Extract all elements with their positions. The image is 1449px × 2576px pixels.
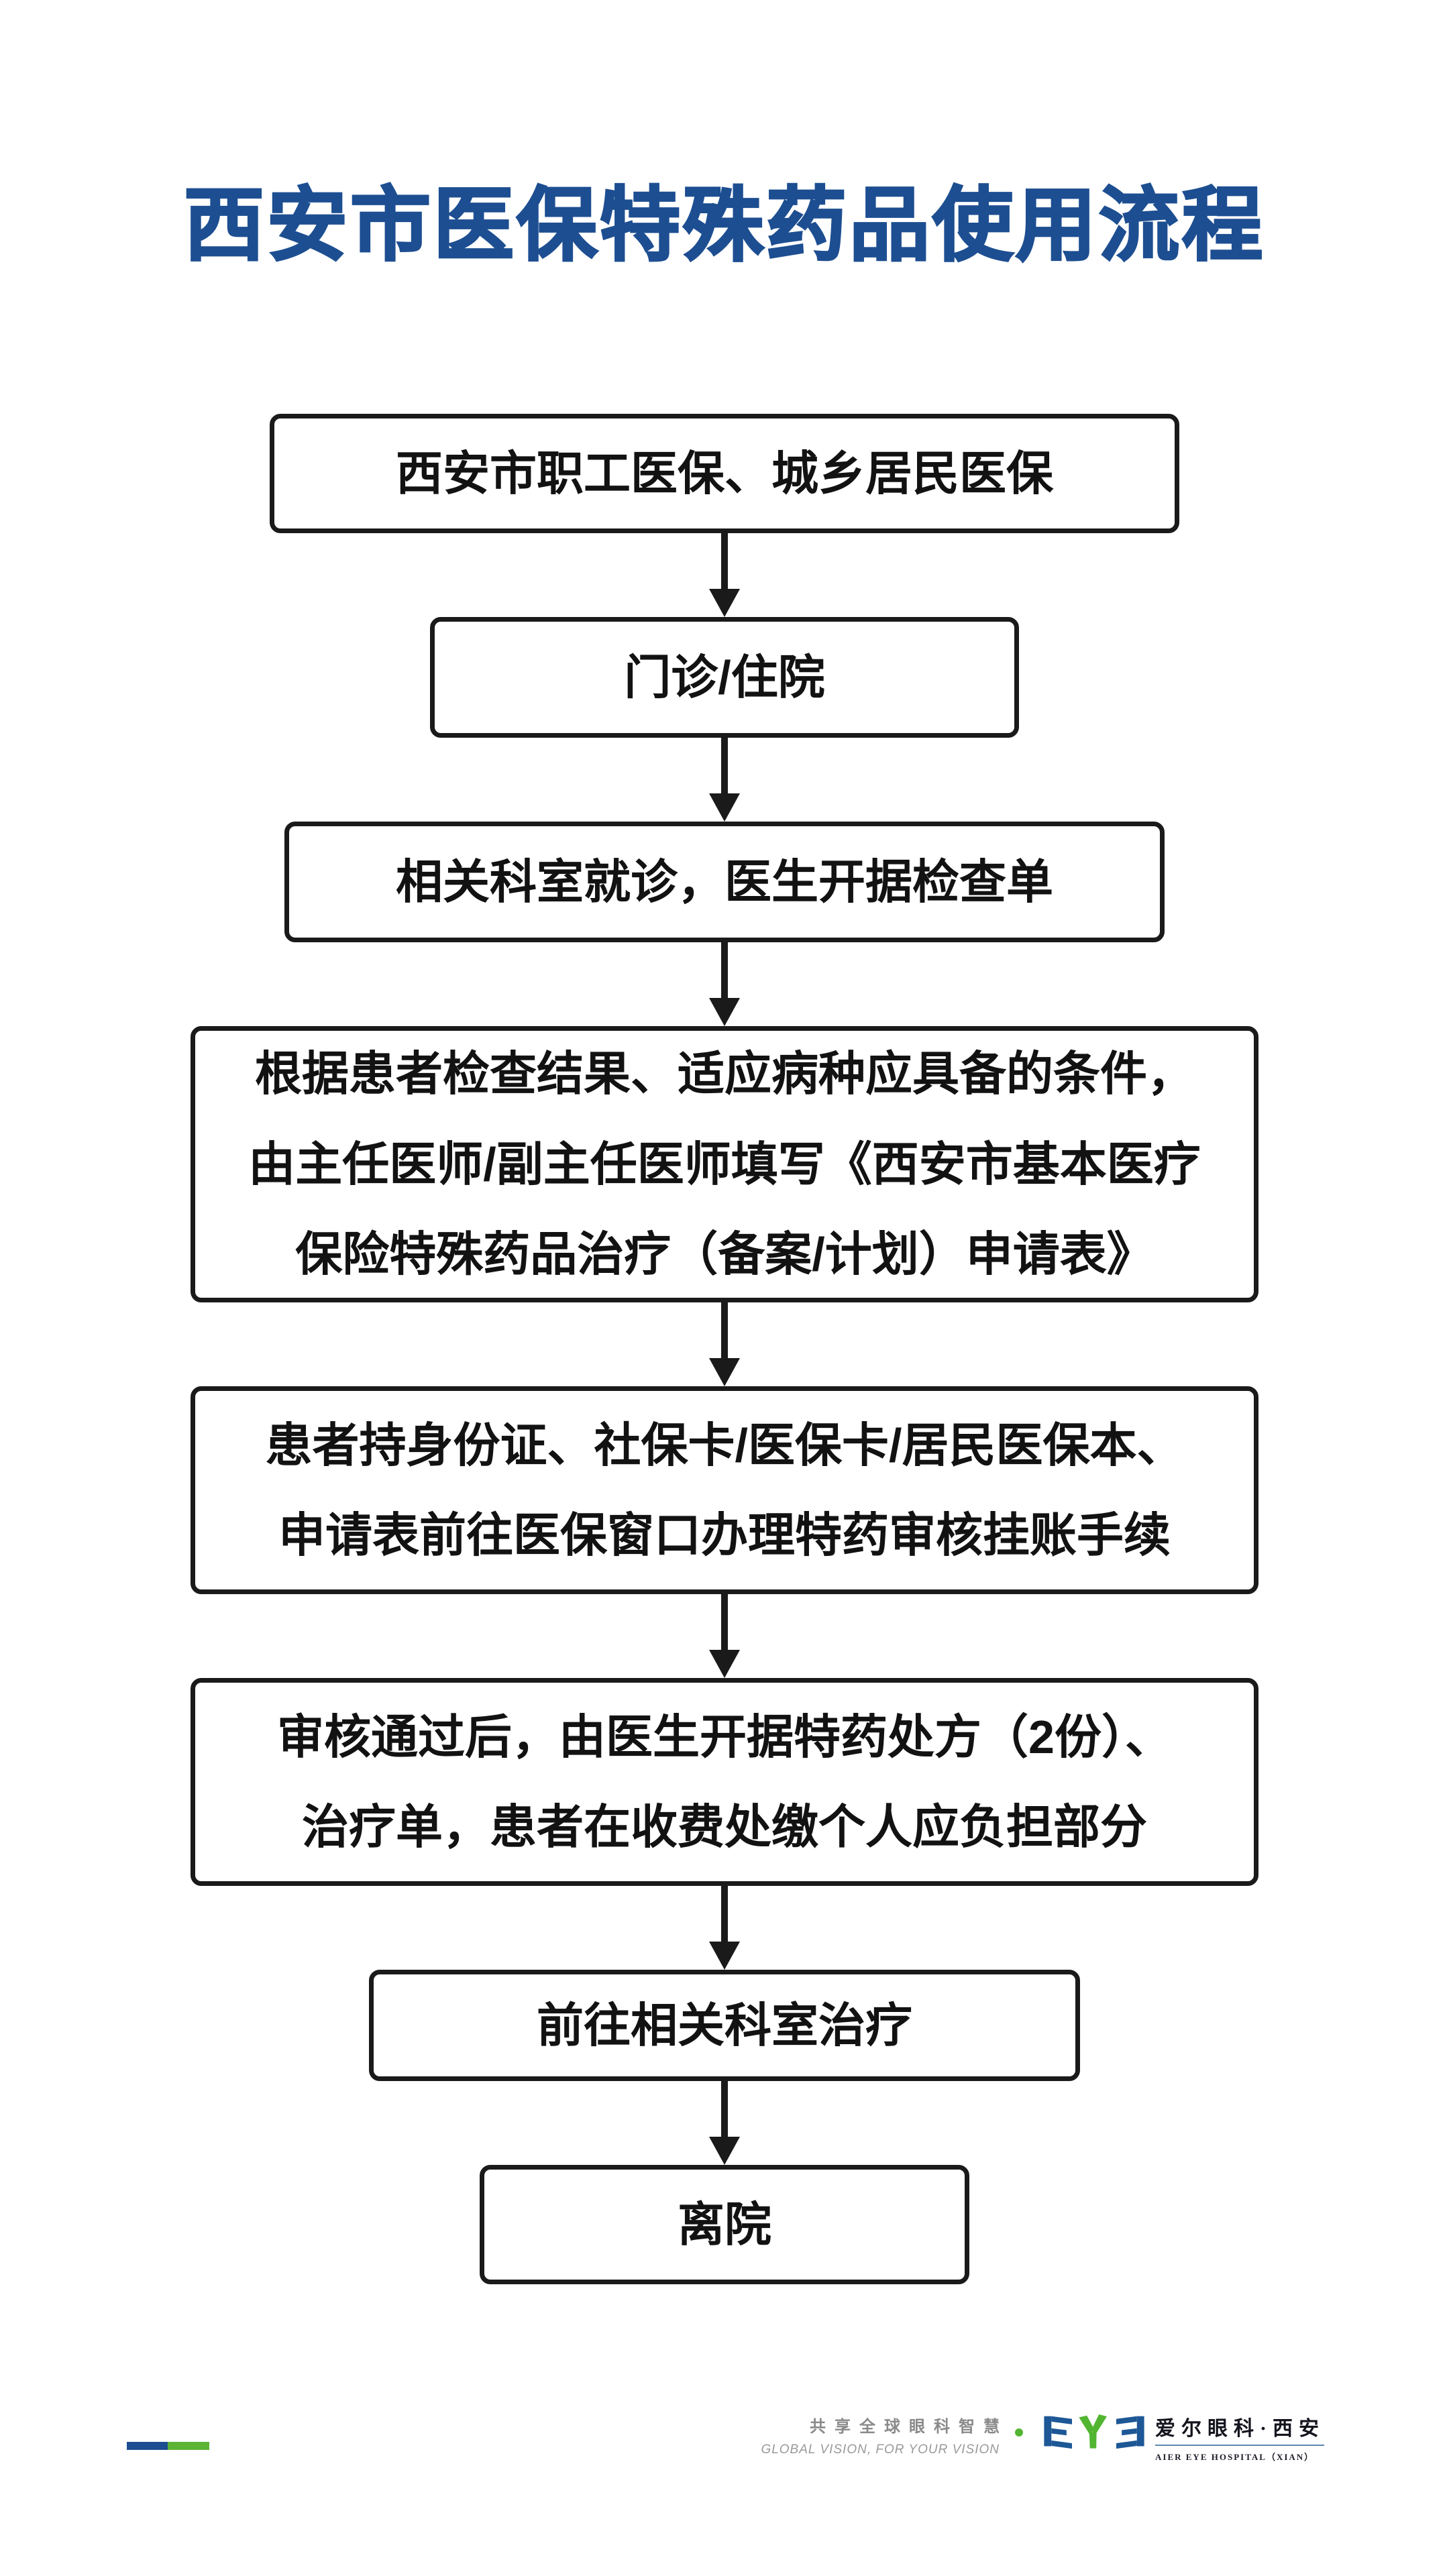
flow-step-text: 根据患者检查结果、适应病种应具备的条件， bbox=[255, 1048, 1194, 1101]
flow-step-text: 相关科室就诊，医生开据检查单 bbox=[396, 855, 1053, 908]
flow-step-prescription-payment: 审核通过后，由医生开据特药处方（2份）、 治疗单，患者在收费处缴个人应负担部分 bbox=[191, 1678, 1258, 1886]
flow-step-text: 前往相关科室治疗 bbox=[537, 1999, 912, 2052]
arrow-stem bbox=[721, 1886, 728, 1942]
down-arrow bbox=[709, 738, 740, 822]
down-arrow bbox=[709, 1594, 740, 1678]
down-arrow bbox=[709, 942, 740, 1026]
flow-step-text: 离院 bbox=[678, 2198, 771, 2251]
footer-slogan: 共享全球眼科智慧 GLOBAL VISION, FOR YOUR VISION bbox=[761, 2413, 1000, 2457]
arrow-head-icon bbox=[709, 793, 740, 822]
green-dot-separator-icon bbox=[1015, 2428, 1023, 2437]
hospital-brand: 爱尔眼科·西安 AIER EYE HOSPITAL（XIAN） bbox=[1155, 2412, 1324, 2463]
hospital-name-english: AIER EYE HOSPITAL（XIAN） bbox=[1155, 2452, 1315, 2462]
hospital-name-chinese: 爱尔眼科·西安 bbox=[1155, 2418, 1326, 2440]
page-title: 西安市医保特殊药品使用流程 bbox=[183, 180, 1265, 272]
flow-step-text: 审核通过后，由医生开据特药处方（2份）、 bbox=[277, 1710, 1172, 1763]
flow-step-text: 患者持身份证、社保卡/医保卡/居民医保本、 bbox=[265, 1418, 1184, 1471]
arrow-stem bbox=[721, 2081, 728, 2137]
flow-step-text: 申请表前往医保窗口办理特药审核挂账手续 bbox=[278, 1509, 1171, 1561]
flow-step-text: 由主任医师/副主任医师填写《西安市基本医疗 bbox=[248, 1137, 1201, 1190]
flow-step-application-form: 根据患者检查结果、适应病种应具备的条件， 由主任医师/副主任医师填写《西安市基本… bbox=[191, 1026, 1258, 1302]
footer-bar-green-segment bbox=[168, 2442, 209, 2450]
flow-step-discharge: 离院 bbox=[480, 2165, 969, 2284]
arrow-stem bbox=[721, 942, 728, 998]
flow-step-insurance-type: 西安市职工医保、城乡居民医保 bbox=[270, 414, 1179, 533]
down-arrow bbox=[709, 2081, 740, 2165]
flow-step-treatment: 前往相关科室治疗 bbox=[369, 1970, 1080, 2081]
flow-step-window-review: 患者持身份证、社保卡/医保卡/居民医保本、 申请表前往医保窗口办理特药审核挂账手… bbox=[191, 1386, 1258, 1594]
eye-logo-icon bbox=[1044, 2414, 1144, 2449]
arrow-head-icon bbox=[709, 1650, 740, 1678]
arrow-head-icon bbox=[709, 1358, 740, 1386]
eye-logo-letter-e bbox=[1044, 2416, 1072, 2449]
eye-logo-letter-e-mirrored bbox=[1116, 2416, 1144, 2449]
down-arrow bbox=[709, 1886, 740, 1970]
footer-bar-blue-segment bbox=[127, 2442, 168, 2450]
arrow-head-icon bbox=[709, 1942, 740, 1970]
arrow-head-icon bbox=[709, 589, 740, 617]
down-arrow bbox=[709, 1302, 740, 1386]
brand-divider bbox=[1155, 2445, 1324, 2446]
arrow-stem bbox=[721, 738, 728, 793]
arrow-stem bbox=[721, 1302, 728, 1358]
footer-slogan-english: GLOBAL VISION, FOR YOUR VISION bbox=[761, 2443, 1000, 2457]
arrow-head-icon bbox=[709, 998, 740, 1026]
flow-step-text: 西安市职工医保、城乡居民医保 bbox=[396, 447, 1053, 500]
flow-step-text: 门诊/住院 bbox=[624, 651, 825, 704]
arrow-stem bbox=[721, 533, 728, 589]
down-arrow bbox=[709, 533, 740, 617]
flow-step-department-visit: 相关科室就诊，医生开据检查单 bbox=[284, 822, 1165, 942]
flow-step-outpatient-inpatient: 门诊/住院 bbox=[430, 617, 1019, 738]
arrow-head-icon bbox=[709, 2137, 740, 2165]
footer-slogan-chinese: 共享全球眼科智慧 bbox=[810, 2418, 1008, 2436]
flow-step-text: 治疗单，患者在收费处缴个人应负担部分 bbox=[302, 1801, 1147, 1853]
eye-logo-letter-y bbox=[1079, 2414, 1107, 2449]
flowchart: 西安市职工医保、城乡居民医保 门诊/住院 相关科室就诊，医生开据检查单 根据患者… bbox=[0, 414, 1449, 2284]
flow-step-text: 保险特殊药品治疗（备案/计划）申请表》 bbox=[295, 1228, 1154, 1281]
arrow-stem bbox=[721, 1594, 728, 1650]
footer-color-bar bbox=[127, 2442, 209, 2450]
